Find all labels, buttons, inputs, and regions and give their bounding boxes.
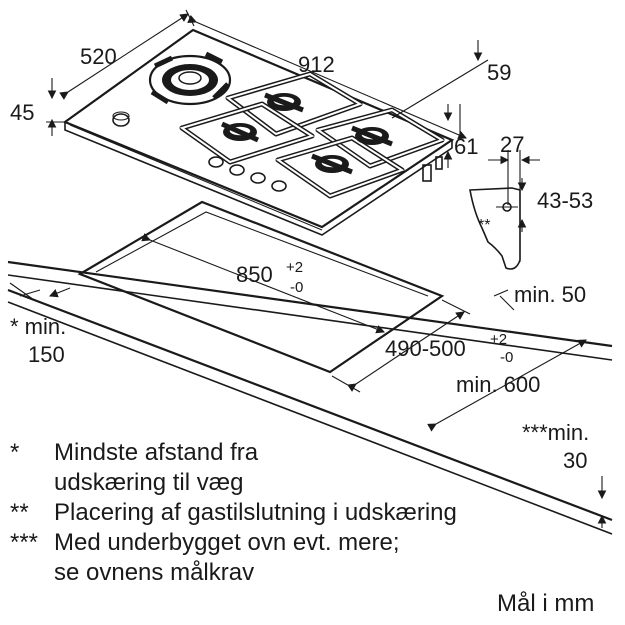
legend-mark: ***	[10, 529, 39, 556]
legend-text: Placering af gastilslutning i udskæring	[54, 499, 457, 526]
dim-cutout-depth: 490-500	[385, 336, 466, 361]
dim-43-53: 43-53	[537, 188, 593, 213]
dim-min-30-value: 30	[563, 448, 587, 473]
legend-mark: *	[10, 439, 20, 466]
dim-cutout-width-tol-plus: +2	[286, 259, 303, 276]
cutout-dimensions	[19, 233, 607, 528]
unit-note: Mål i mm	[497, 590, 595, 617]
legend-text: Med underbygget ovn evt. mere;	[54, 529, 400, 556]
dim-cutout-width-tol-minus: -0	[290, 279, 303, 296]
hob-foot	[435, 156, 443, 170]
gas-connection-detail	[469, 150, 540, 270]
dim-cutout-depth-tol-plus: +2	[490, 331, 507, 348]
legend-text: se ovnens målkrav	[54, 559, 255, 586]
dim-width: 912	[298, 52, 335, 77]
legend-item-2: ** Placering af gastilslutning i udskæri…	[0, 498, 600, 528]
dim-min-30-label: ***min.	[522, 420, 589, 445]
hob-dimensions	[46, 9, 489, 168]
hob	[62, 28, 455, 236]
dim-depth: 520	[80, 44, 117, 69]
dim-61: 61	[454, 134, 478, 159]
dim-27: 27	[500, 132, 524, 157]
dim-min-150-value: 150	[28, 342, 65, 367]
dim-45: 45	[10, 100, 34, 125]
dim-cutout-width: 850	[236, 262, 273, 287]
dim-min-50: min. 50	[514, 282, 586, 307]
dim-cutout-depth-tol-minus: -0	[500, 349, 513, 366]
dim-59: 59	[487, 60, 511, 85]
burner-wok	[148, 51, 232, 106]
hob-foot	[422, 164, 432, 182]
double-star-mark: **	[478, 217, 490, 234]
legend-item-1: * Mindste afstand fra udskæring til væg	[0, 438, 560, 498]
legend-text: udskæring til væg	[54, 469, 244, 496]
control-knobs	[112, 111, 287, 192]
legend-mark: **	[10, 499, 29, 526]
legend-text: Mindste afstand fra	[54, 439, 259, 466]
legend-item-3: *** Med underbygget ovn evt. mere; se ov…	[0, 528, 560, 588]
cutout	[77, 200, 445, 374]
dim-min-600: min. 600	[456, 372, 540, 397]
dim-min-150-label: * min.	[10, 314, 66, 339]
hob-top-plate	[62, 28, 455, 229]
